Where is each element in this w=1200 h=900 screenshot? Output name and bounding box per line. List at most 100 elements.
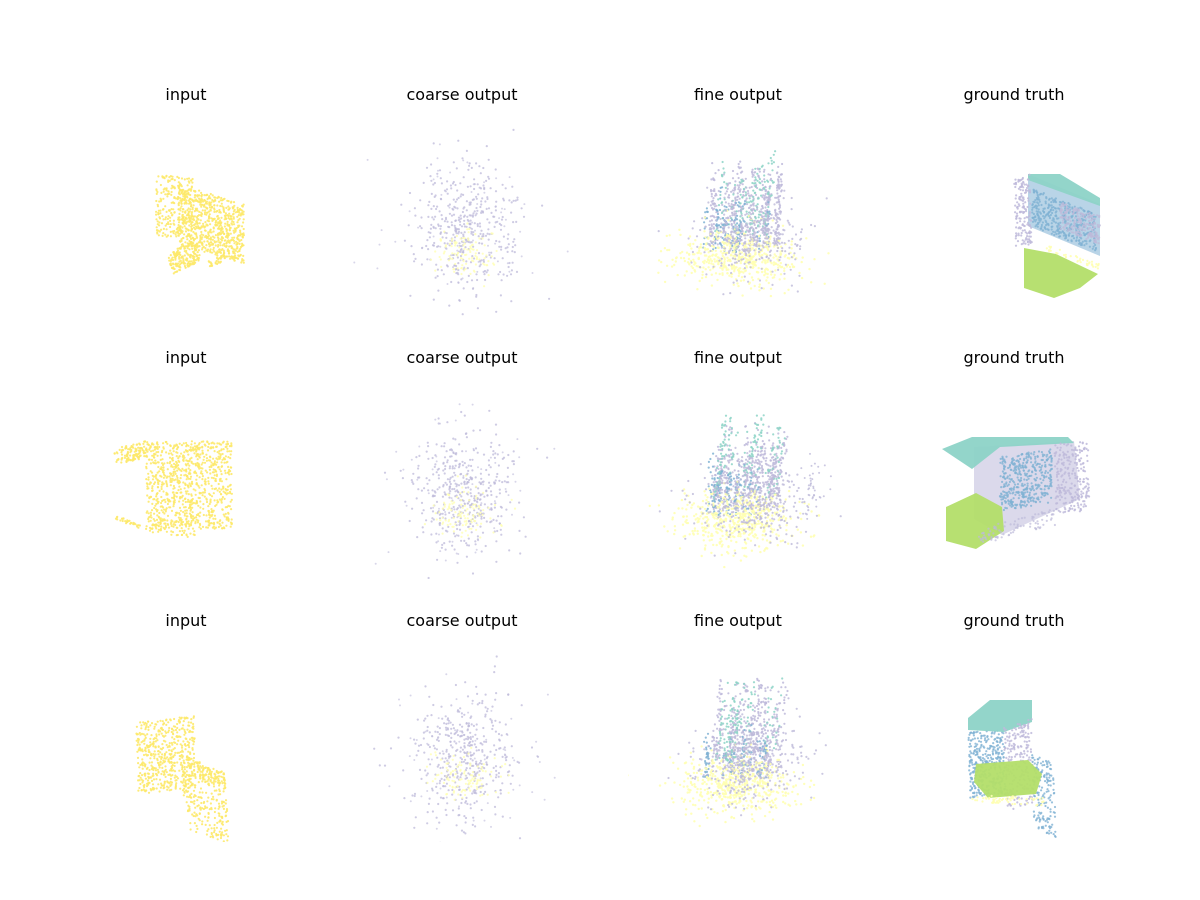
point — [221, 248, 224, 251]
point — [761, 231, 764, 234]
point — [502, 199, 505, 202]
point — [180, 199, 183, 203]
point — [1062, 202, 1065, 205]
point — [174, 466, 177, 469]
point — [472, 212, 475, 215]
point — [457, 262, 460, 265]
point — [217, 455, 220, 458]
point — [183, 487, 186, 490]
point — [220, 226, 223, 229]
point — [772, 153, 775, 156]
point — [161, 215, 164, 218]
point — [771, 169, 774, 172]
point — [1062, 254, 1066, 257]
point — [1091, 232, 1094, 235]
point — [456, 189, 459, 192]
point — [499, 294, 502, 297]
point — [490, 251, 493, 254]
point — [691, 227, 694, 230]
point — [1092, 224, 1095, 227]
point — [189, 477, 192, 480]
point — [694, 239, 697, 242]
point — [487, 260, 490, 263]
point — [217, 251, 221, 254]
point — [198, 241, 201, 244]
point — [149, 446, 152, 449]
point — [184, 190, 187, 193]
point — [195, 518, 198, 521]
point — [746, 234, 749, 237]
point — [394, 240, 397, 243]
point — [1083, 210, 1086, 213]
point — [153, 481, 157, 484]
point — [207, 231, 210, 234]
point — [233, 236, 236, 239]
point — [735, 254, 739, 257]
point — [733, 213, 736, 217]
point-cloud-plot — [113, 440, 233, 538]
point — [230, 450, 233, 453]
point — [459, 182, 462, 185]
point — [710, 223, 713, 226]
point — [754, 182, 757, 185]
point — [490, 255, 493, 258]
point — [201, 449, 204, 452]
point — [487, 177, 491, 180]
point — [768, 228, 771, 231]
point — [400, 203, 403, 206]
point — [1022, 198, 1025, 201]
point — [203, 194, 206, 197]
point — [467, 239, 470, 242]
point — [186, 257, 189, 260]
point — [190, 179, 193, 182]
point — [472, 231, 475, 234]
point — [158, 445, 161, 449]
point — [210, 476, 213, 479]
point — [1085, 232, 1088, 235]
point — [1065, 206, 1069, 209]
point — [220, 480, 223, 483]
point — [233, 242, 236, 245]
point — [429, 258, 433, 261]
point — [222, 208, 225, 211]
point — [782, 228, 785, 231]
point — [501, 215, 504, 219]
point — [448, 242, 452, 245]
point — [679, 233, 682, 237]
point — [158, 511, 161, 515]
point — [726, 272, 729, 275]
point — [1051, 211, 1054, 215]
point — [459, 195, 462, 198]
point — [1039, 218, 1043, 221]
point — [236, 237, 239, 240]
point — [155, 502, 158, 506]
point — [767, 198, 770, 202]
point — [1071, 219, 1075, 222]
point — [210, 241, 213, 244]
point — [665, 264, 669, 267]
point — [242, 261, 245, 264]
point — [1070, 226, 1073, 229]
point — [443, 242, 446, 245]
point — [722, 249, 726, 252]
point — [666, 248, 669, 252]
point — [476, 223, 479, 226]
point — [216, 461, 219, 464]
point — [1092, 235, 1096, 238]
point — [453, 267, 456, 270]
point — [792, 265, 796, 269]
point — [223, 458, 226, 461]
point — [1073, 216, 1077, 219]
point — [188, 262, 191, 265]
point — [175, 455, 178, 458]
point — [207, 482, 210, 485]
point — [800, 276, 804, 280]
point — [238, 255, 241, 258]
point — [469, 250, 472, 254]
point — [740, 212, 743, 215]
point — [210, 217, 213, 220]
point — [772, 263, 775, 266]
point — [454, 219, 457, 222]
point — [207, 480, 210, 483]
point — [156, 479, 159, 482]
